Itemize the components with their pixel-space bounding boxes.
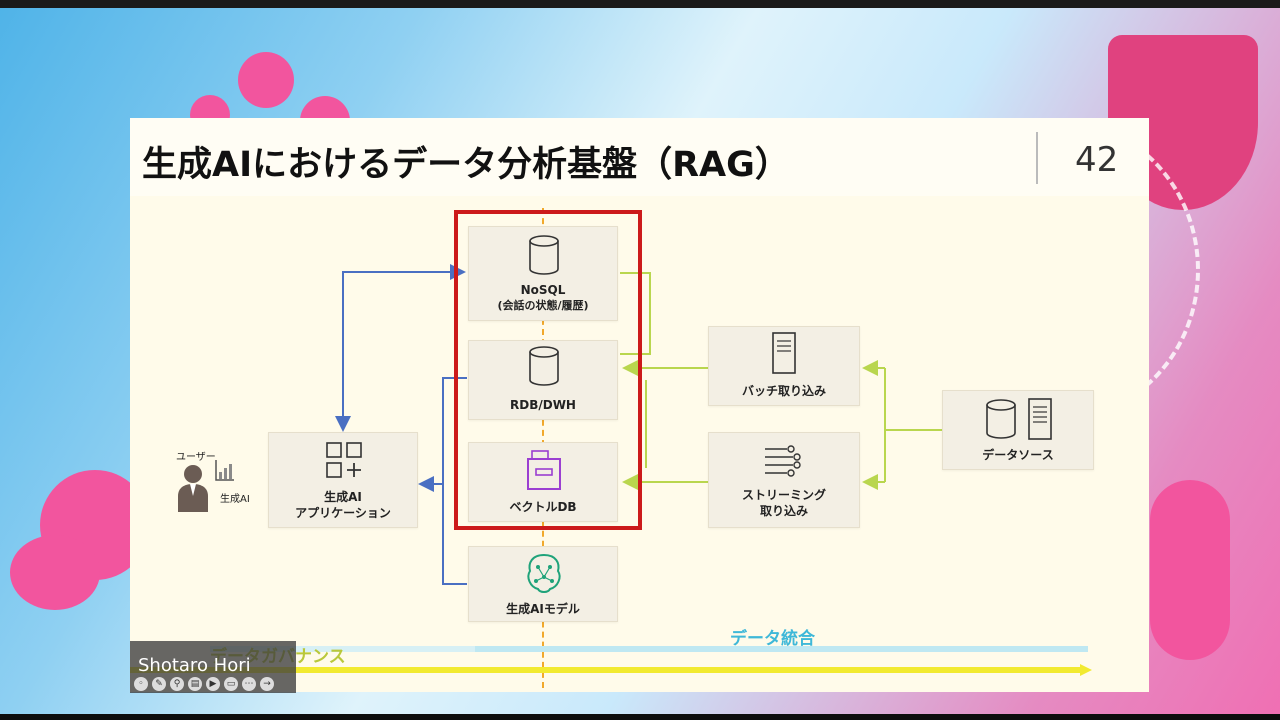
app-grid-icon (326, 442, 362, 478)
database-icon (986, 399, 1016, 439)
genai-app-sublabel: アプリケーション (295, 506, 391, 520)
data-source-box: データソース (942, 390, 1094, 470)
rdb-dwh-label: RDB/DWH (510, 398, 576, 412)
presenter-overlay: Shotaro Hori ◦ ✎ ⚲ ▤ ▶ ▭ ⋯ → (130, 641, 296, 693)
user-icon (178, 465, 208, 512)
slide-title: 生成AIにおけるデータ分析基盤（RAG） (142, 145, 790, 185)
highlight-frame (454, 210, 642, 530)
batch-ingest-box: バッチ取り込み (708, 326, 860, 406)
nosql-box: NoSQL (会話の状態/履歴) (468, 226, 618, 321)
database-icon (529, 346, 559, 386)
header-divider (1036, 132, 1038, 184)
camera-icon[interactable]: ▶ (206, 677, 220, 691)
slide: 生成AIにおけるデータ分析基盤（RAG） 42 (130, 118, 1149, 692)
background-decoration (10, 535, 100, 610)
rdb-dwh-box: RDB/DWH (468, 340, 618, 420)
ai-label: 生成AI (220, 494, 250, 505)
streaming-ingest-label: ストリーミング (741, 488, 826, 502)
slides-icon[interactable]: ▤ (188, 677, 202, 691)
subtitle-icon[interactable]: ▭ (224, 677, 238, 691)
database-icon (529, 235, 559, 275)
data-integration-label: データ統合 (730, 629, 815, 649)
zoom-icon[interactable]: ⚲ (170, 677, 184, 691)
navigate-icon[interactable]: → (260, 677, 274, 691)
nosql-label: NoSQL (520, 283, 566, 297)
batch-ingest-label: バッチ取り込み (741, 384, 826, 398)
page-number: 42 (1075, 140, 1119, 180)
slide-header: 生成AIにおけるデータ分析基盤（RAG） 42 (130, 118, 1149, 196)
bottom-bar (0, 714, 1280, 720)
vector-db-label: ベクトルDB (509, 500, 577, 514)
server-icon (772, 332, 796, 374)
user-label: ユーザー (176, 452, 216, 463)
genai-model-box: 生成AIモデル (468, 546, 618, 622)
more-icon[interactable]: ⋯ (242, 677, 256, 691)
pen-icon[interactable]: ✎ (152, 677, 166, 691)
streaming-ingest-sublabel: 取り込み (759, 504, 808, 518)
data-source-label: データソース (982, 448, 1054, 462)
server-icon (1028, 398, 1052, 440)
vector-db-box: ベクトルDB (468, 442, 618, 522)
genai-app-box: 生成AI アプリケーション (268, 432, 418, 528)
genai-model-label: 生成AIモデル (506, 602, 580, 616)
bar-chart-icon (215, 460, 234, 481)
genai-app-label: 生成AI (324, 490, 362, 504)
vector-database-icon (527, 450, 561, 490)
stream-icon (765, 445, 801, 477)
top-bar (0, 0, 1280, 8)
ai-brain-icon (527, 553, 561, 593)
nosql-sublabel: (会話の状態/履歴) (497, 299, 589, 312)
background-decoration (238, 52, 294, 108)
presenter-name: Shotaro Hori (138, 655, 251, 676)
pointer-icon[interactable]: ◦ (134, 677, 148, 691)
annotation-toolbar: ◦ ✎ ⚲ ▤ ▶ ▭ ⋯ → (134, 677, 274, 691)
background-decoration (1150, 480, 1230, 660)
streaming-ingest-box: ストリーミング 取り込み (708, 432, 860, 528)
